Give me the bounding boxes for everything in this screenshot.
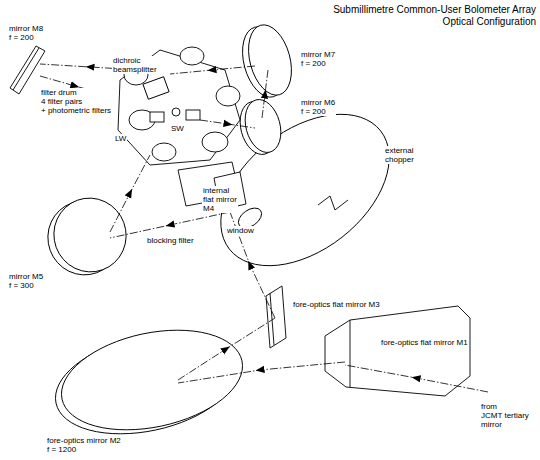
part-label: fore-optics flat mirror M1 <box>380 338 469 347</box>
part-label: fore-optics mirror M2 f = 1200 <box>46 436 122 454</box>
part-label: filter drum 4 filter pairs + photometric… <box>40 88 112 115</box>
mirror-m1 <box>325 306 470 396</box>
mirror-m6 <box>235 96 287 159</box>
mirror-m5 <box>38 188 137 285</box>
part-label: LW <box>114 134 127 143</box>
sw-detector <box>186 110 200 120</box>
part-label: dichroic beamsplitter <box>112 56 158 74</box>
part-label: external chopper <box>384 146 415 164</box>
part-label: window <box>226 226 255 235</box>
part-label: mirror M5 f = 300 <box>8 272 44 290</box>
diagram-title: Submillimetre Common-User Bolometer Arra… <box>333 4 536 28</box>
part-label: mirror M7 f = 200 <box>300 50 336 68</box>
dichroic-beamsplitter <box>143 77 169 100</box>
part-label: fore-optics flat mirror M3 <box>292 300 381 309</box>
beam-path <box>40 64 488 392</box>
part-label: from JCMT tertiary mirror <box>480 402 530 429</box>
part-label: blocking filter <box>146 236 195 245</box>
part-label: internal flat mirror M4 <box>202 186 238 213</box>
part-label: mirror M8 f = 200 <box>8 24 44 42</box>
part-label: SW <box>170 124 185 133</box>
mirror-m7 <box>235 20 298 102</box>
lw-detector <box>150 112 164 122</box>
part-label: mirror M6 f = 200 <box>300 98 336 116</box>
mirror-m8 <box>10 46 45 94</box>
mirror-m3 <box>266 286 286 348</box>
mirror-m2 <box>46 315 252 449</box>
